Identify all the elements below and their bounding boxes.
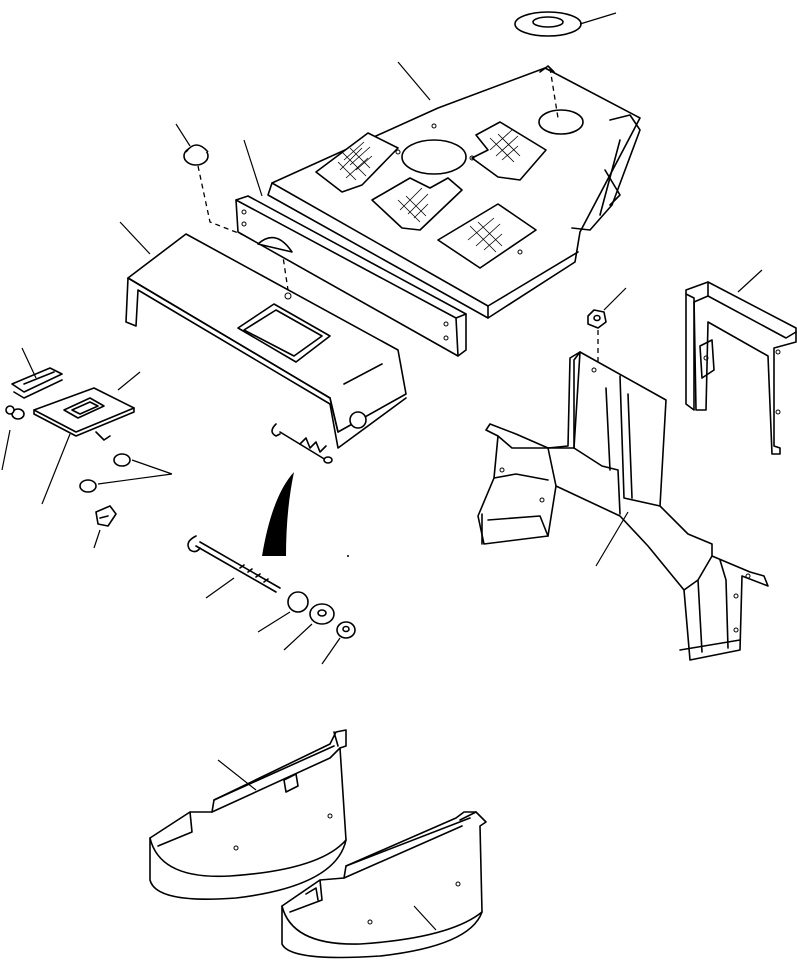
access-lid [33, 371, 141, 505]
latch-clip [93, 505, 117, 549]
side-panel-strip [235, 139, 467, 357]
grommet-ring [514, 11, 617, 37]
hood-cover [119, 221, 407, 449]
hood-prop-rod [262, 423, 333, 556]
rubber-plug [175, 123, 289, 291]
top-cover-plate [267, 61, 641, 319]
rubber-bumper [257, 591, 309, 633]
left-fender-guard [149, 729, 347, 900]
stray-dot [347, 555, 349, 557]
small-clip [1, 405, 25, 471]
nut [321, 621, 356, 665]
hinge-bracket [11, 347, 63, 399]
rear-frame-bracket [685, 269, 797, 455]
right-fender-guard [281, 811, 487, 959]
support-rod [187, 535, 281, 599]
main-support-frame [477, 351, 769, 661]
cap-plugs [79, 453, 173, 493]
mounting-nut [587, 287, 627, 362]
washer [283, 603, 335, 651]
